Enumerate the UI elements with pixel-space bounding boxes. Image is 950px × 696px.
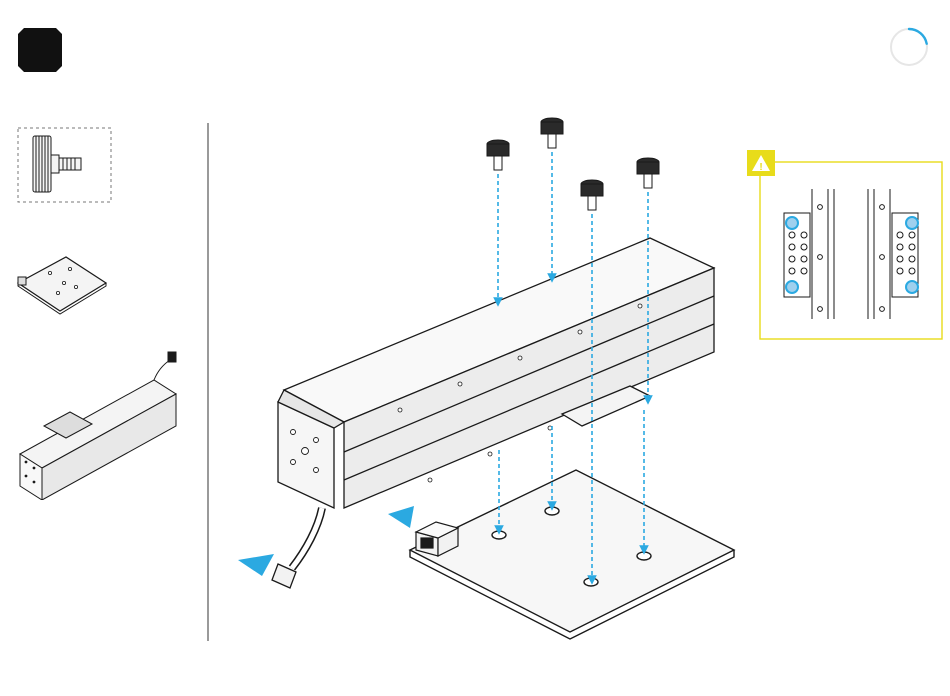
thumb-screw xyxy=(581,180,603,210)
plate-hole xyxy=(584,578,598,586)
parts-panel xyxy=(0,120,200,640)
plate-hole xyxy=(637,552,651,560)
plate-hole xyxy=(492,531,506,539)
octagon-step-icon xyxy=(18,28,62,72)
thumb-screw-icon xyxy=(17,127,113,205)
pointer-icon xyxy=(238,554,274,576)
plate-hole xyxy=(545,507,559,515)
pointer-icon xyxy=(388,506,414,528)
pointer-arrows xyxy=(238,506,414,576)
highlight-hole xyxy=(786,281,798,293)
divider xyxy=(207,123,209,641)
hole-pattern-callout: ! xyxy=(746,149,946,343)
highlight-hole xyxy=(786,217,798,229)
highlight-hole xyxy=(906,281,918,293)
progress-ring-icon xyxy=(888,26,930,68)
svg-text:!: ! xyxy=(759,162,762,173)
thumb-screw xyxy=(637,158,659,188)
thumb-screw xyxy=(487,140,509,170)
linear-rail-module-icon xyxy=(14,350,184,500)
assembly-scene xyxy=(210,110,750,690)
base-plate xyxy=(410,470,734,639)
base-plate-icon xyxy=(14,253,110,317)
warning-icon: ! xyxy=(747,150,775,176)
thumb-screws xyxy=(487,118,659,210)
highlight-hole xyxy=(906,217,918,229)
thumb-screw xyxy=(541,118,563,148)
